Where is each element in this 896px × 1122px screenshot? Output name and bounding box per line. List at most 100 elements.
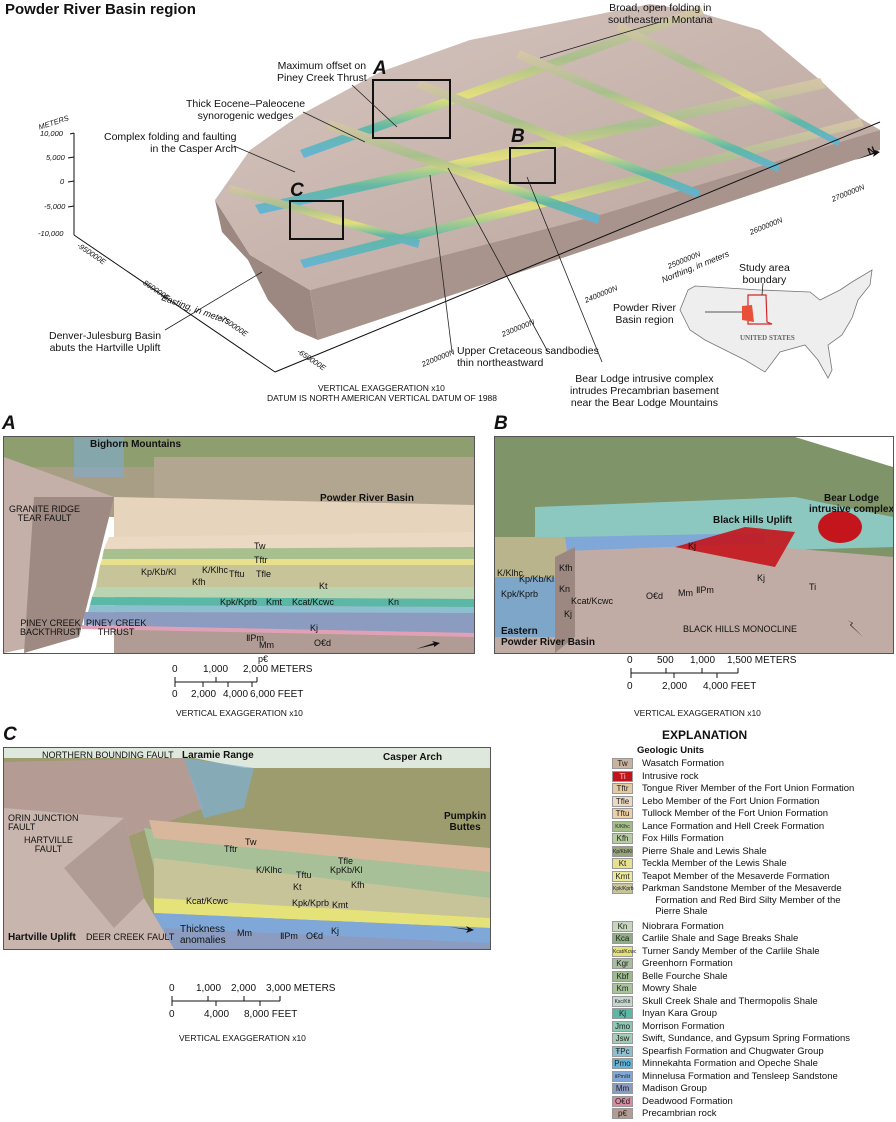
unit-label: O€d (314, 638, 332, 648)
legend-swatch: Kgr (612, 958, 633, 969)
legend-label: Tongue River Member of the Fort Union Fo… (642, 783, 855, 794)
box-b (509, 147, 556, 184)
unit-label: Tw (245, 837, 257, 847)
legend-label: Skull Creek Shale and Thermopolis Shale (642, 995, 818, 1007)
unit-label: K/Klhc (497, 568, 524, 578)
unit-label: Mm (237, 928, 252, 938)
legend-label: Wasatch Formation (642, 758, 725, 769)
legend-item: Pmo Minnekahta Formation and Opeche Shale (612, 1058, 818, 1070)
unit-label: Tftu (229, 569, 245, 579)
unit-label: p€ (258, 654, 269, 664)
box-c (289, 200, 344, 240)
legend-label: Lance Formation and Hell Creek Formation (642, 820, 825, 832)
study-area-label: Study area boundary (739, 262, 790, 286)
legend-swatch: Kca (612, 933, 633, 944)
unit-label: KpKb/Kl (330, 865, 363, 875)
powder-river-region (742, 305, 754, 322)
scale-feet-tick: 6,000 FEET (250, 689, 304, 700)
legend-swatch: Mm (612, 1083, 633, 1094)
unit-label: Kpk/Kprb (292, 898, 330, 908)
box-a-label: A (373, 58, 387, 79)
legend-label: Teapot Member of the Mesaverde Formation (642, 870, 830, 882)
legend-swatch: Kbf (612, 970, 633, 982)
unit-label: ⅡPm (696, 585, 714, 595)
unit-label: Kt (293, 882, 302, 892)
north-arrow-icon (450, 926, 474, 933)
place-label: Hartville Uplift (8, 932, 76, 943)
scale-feet-tick: 0 (169, 1009, 175, 1020)
callout-thick-eocene: Thick Eocene–Paleocene synorogenic wedge… (186, 98, 306, 122)
fault-label: NORTHERN BOUNDING FAULT (42, 750, 174, 760)
box-b-label: B (511, 126, 525, 147)
vertical-exaggeration-note: VERTICAL EXAGGERATION x10 (176, 708, 303, 718)
panel-c-letter: C (3, 724, 17, 745)
us-inset-map (679, 269, 873, 379)
callout-complex-folding: Complex folding and faulting in the Casp… (104, 131, 237, 155)
unit-label: Kn (388, 597, 400, 607)
scale-meters-tick: 0 (172, 664, 178, 675)
scale-meters-tick: 0 (627, 655, 633, 666)
unit-label: Kcat/Kcwc (186, 896, 229, 906)
unit-label: O€d (646, 591, 664, 601)
scale-meters-tick: 1,000 (690, 655, 716, 666)
scale-meters-tick: 2,000 (231, 983, 257, 994)
vertical-exaggeration-note: VERTICAL EXAGGERATION x10 (318, 383, 445, 393)
legend-label: Minnekahta Formation and Opeche Shale (642, 1058, 818, 1069)
legend-swatch: Pmo (612, 1058, 633, 1069)
place-label: Casper Arch (383, 752, 443, 763)
legend-swatch: ŦPc (612, 1045, 633, 1057)
legend-item: Ti Intrusive rock (612, 770, 699, 783)
legend-label: Pierre Shale and Lewis Shale (642, 845, 767, 857)
axes (67, 121, 881, 373)
legend-label: Swift, Sundance, and Gypsum Spring Forma… (642, 1033, 851, 1044)
box-a (372, 79, 451, 139)
panel-b-letter: B (494, 413, 508, 434)
legend-item: Mm Madison Group (612, 1083, 707, 1095)
place-label: Eastern Powder River Basin (501, 626, 595, 648)
unit-label: Kj (331, 926, 340, 936)
callout-upper-cretaceous: Upper Cretaceous sandbodies thin northea… (457, 345, 599, 369)
legend-label: Greenhorn Formation (642, 958, 733, 969)
unit-label: Kfh (559, 563, 573, 573)
legend-swatch: Tftr (612, 783, 633, 794)
unit-label: Kj (564, 609, 573, 619)
v-tick: 0 (60, 177, 65, 186)
panel-a: Bighorn Mountains Powder River Basin GRA… (3, 436, 475, 654)
legend-item: p€Precambrian rock (612, 1108, 716, 1120)
unit-label: Tftr (224, 844, 238, 854)
place-label: Bear Lodge intrusive complex (809, 493, 894, 515)
place-label: Bighorn Mountains (90, 439, 182, 450)
legend-swatch: Jsw (612, 1033, 633, 1044)
scale-meters-tick: 1,000 (196, 983, 222, 994)
scale-meters-tick: 3,000 METERS (266, 983, 336, 994)
legend-label: Intrusive rock (642, 770, 699, 782)
legend-item: Jsw Swift, Sundance, and Gypsum Spring Fo… (612, 1033, 850, 1045)
country-label: UNITED STATES (740, 334, 795, 342)
legend-label: Lebo Member of the Fort Union Formation (642, 795, 820, 807)
v-tick: -10,000 (38, 229, 64, 238)
place-label: Pumpkin Buttes (444, 811, 487, 833)
left-face (215, 200, 318, 340)
structure-label: BLACK HILLS MONOCLINE (683, 624, 798, 634)
north-arrow-icon (855, 149, 880, 160)
unit-label: Kt (319, 581, 328, 591)
explanation-title: EXPLANATION (662, 728, 748, 742)
legend-swatch: Kfh (612, 833, 633, 844)
legend-swatch: Ti (612, 770, 633, 782)
legend-label: Inyan Kara Group (642, 1008, 717, 1019)
legend-label: Madison Group (642, 1083, 707, 1094)
panel-b: Black Hills Uplift Bear Lodge intrusive … (494, 436, 894, 654)
legend-swatch: Km (612, 983, 633, 994)
unit-label: Tftu (296, 870, 312, 880)
